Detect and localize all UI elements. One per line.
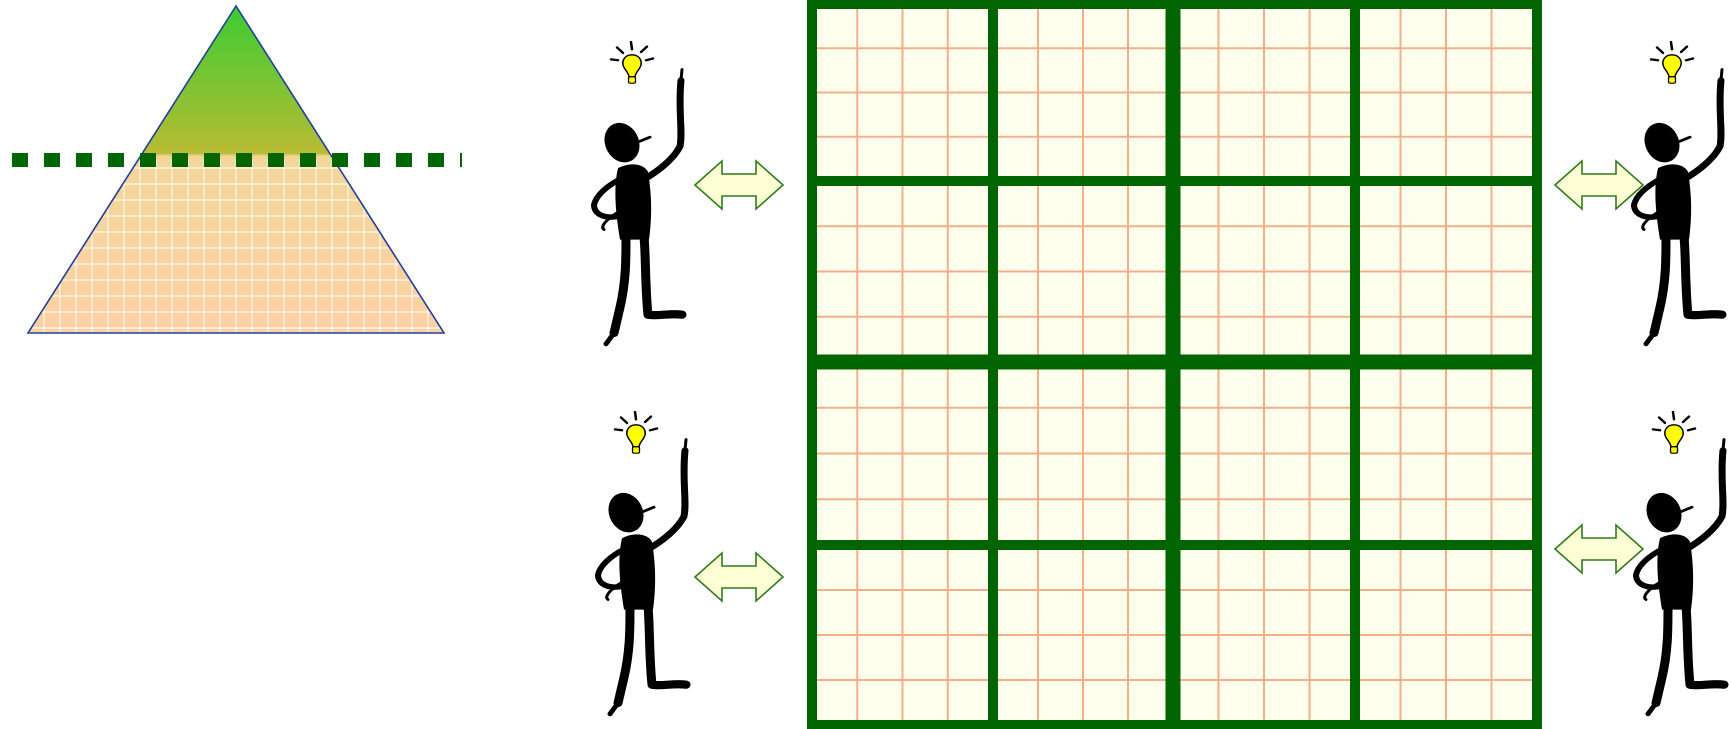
arrow-top-right bbox=[1555, 161, 1643, 209]
pyramid-icon bbox=[28, 6, 444, 333]
person-top-right bbox=[1634, 42, 1722, 344]
arrow-bottom-right bbox=[1555, 525, 1643, 573]
person-bottom-right bbox=[1636, 412, 1724, 714]
arrow-bottom-left bbox=[695, 553, 783, 601]
person-bottom-left bbox=[598, 412, 686, 714]
sudoku-grid bbox=[808, 0, 1542, 729]
person-top-left bbox=[594, 42, 682, 344]
arrow-top-left bbox=[695, 161, 783, 209]
